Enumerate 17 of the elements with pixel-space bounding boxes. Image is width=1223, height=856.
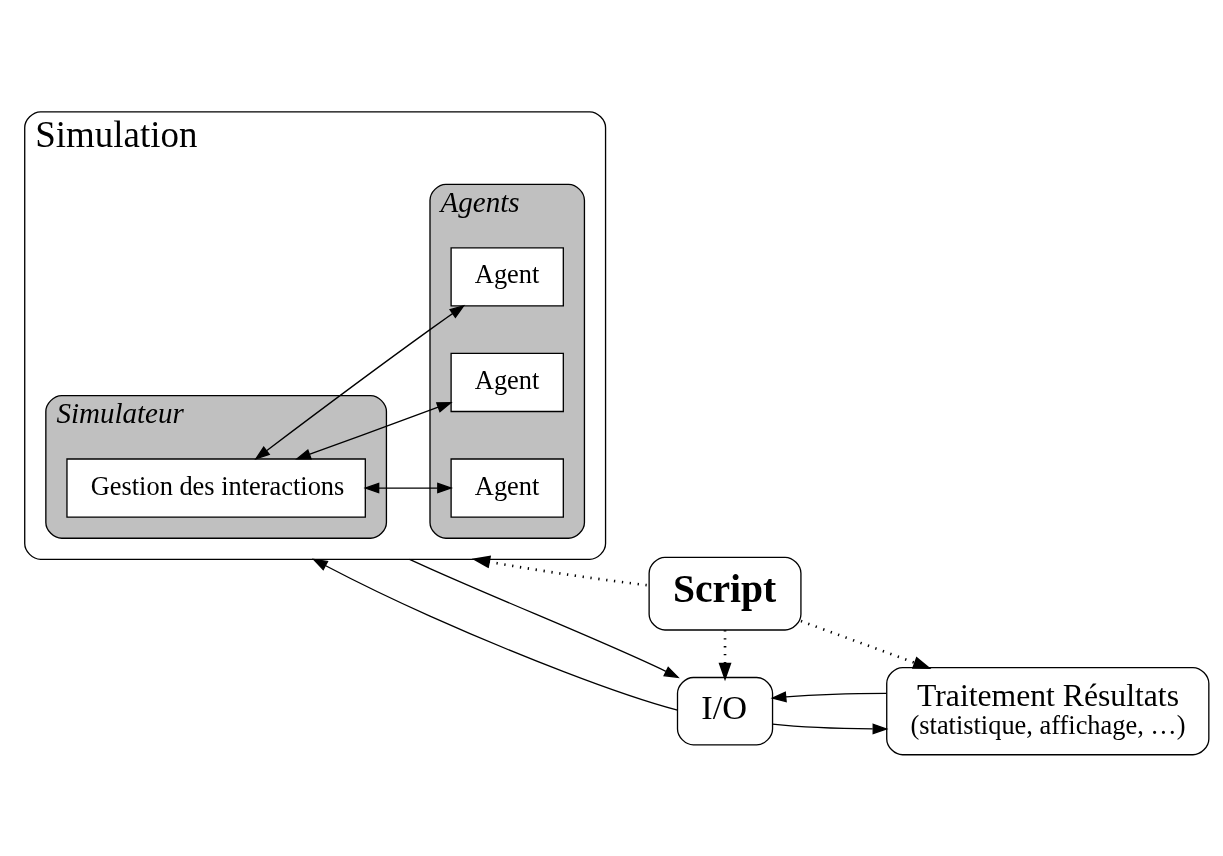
node-box: Agent	[450, 352, 564, 413]
arrow	[254, 304, 466, 460]
node-box: Gestion des interactions	[66, 458, 366, 518]
arrow	[311, 558, 679, 711]
node-box: I/O	[676, 676, 774, 746]
node-box: Traitement Résultats (statistique, affichage, …)	[886, 666, 1210, 756]
arrow	[295, 401, 453, 460]
arrow	[800, 619, 932, 669]
arrow	[471, 555, 650, 587]
arrow	[718, 630, 732, 682]
node-box: Agent	[450, 247, 564, 307]
arrow	[408, 558, 680, 679]
node-box: Script	[648, 556, 802, 631]
arrow	[363, 482, 453, 494]
arrow	[771, 723, 889, 735]
node-box: Agent	[450, 458, 564, 518]
arrow	[770, 691, 888, 703]
